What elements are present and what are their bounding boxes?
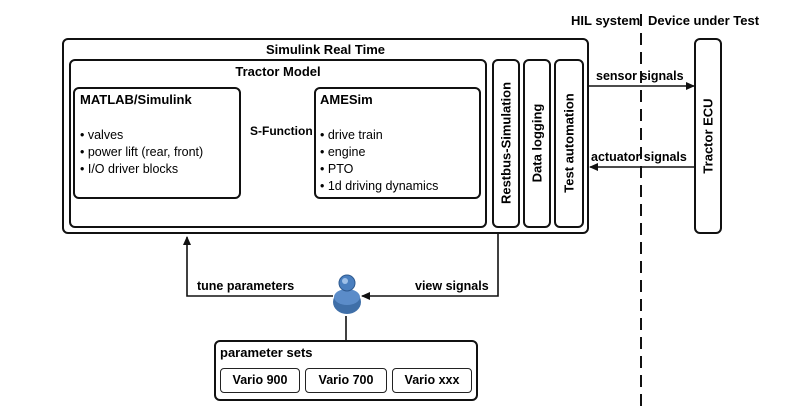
view-signals-label: view signals — [415, 279, 489, 293]
test-automation-box — [554, 59, 584, 228]
list-item: 1d driving dynamics — [320, 178, 438, 195]
list-item: engine — [320, 144, 438, 161]
list-item: PTO — [320, 161, 438, 178]
parameter-set-item: Vario xxx — [392, 368, 472, 393]
user-icon — [333, 274, 361, 314]
sensor-signals-label: sensor signals — [596, 69, 684, 83]
actuator-signals-label: actuator signals — [591, 150, 687, 164]
tune-parameters-arrow — [183, 236, 333, 297]
data-logging-label: Data logging — [529, 103, 545, 183]
amesim-title: AMESim — [320, 92, 373, 107]
parameter-set-item: Vario 900 — [220, 368, 300, 393]
parameter-sets-box — [214, 340, 478, 401]
amesim-list: drive train engine PTO 1d driving dynami… — [320, 127, 438, 195]
view-signals-arrow — [361, 234, 499, 300]
tractor-ecu-box — [694, 38, 722, 234]
test-automation-label: Test automation — [561, 93, 577, 193]
restbus-simulation-label: Restbus-Simulation — [498, 81, 514, 205]
parameter-set-item: Vario 700 — [305, 368, 387, 393]
device-under-test-label: Device under Test — [648, 13, 760, 28]
matlab-simulink-title: MATLAB/Simulink — [80, 92, 192, 107]
data-logging-box — [523, 59, 551, 228]
list-item: valves — [80, 127, 203, 144]
tractor-ecu-label: Tractor ECU — [700, 98, 716, 174]
parameter-sets-title: parameter sets — [220, 345, 313, 360]
s-function-label: S-Function — [250, 124, 313, 138]
tune-parameters-label: tune parameters — [197, 279, 295, 293]
list-item: power lift (rear, front) — [80, 144, 203, 161]
simulink-real-time-title: Simulink Real Time — [266, 42, 385, 57]
restbus-simulation-box — [492, 59, 520, 228]
list-item: I/O driver blocks — [80, 161, 203, 178]
list-item: drive train — [320, 127, 438, 144]
matlab-simulink-list: valves power lift (rear, front) I/O driv… — [80, 127, 203, 178]
tractor-model-title: Tractor Model — [235, 64, 321, 79]
hil-system-label: HIL system — [571, 13, 641, 28]
